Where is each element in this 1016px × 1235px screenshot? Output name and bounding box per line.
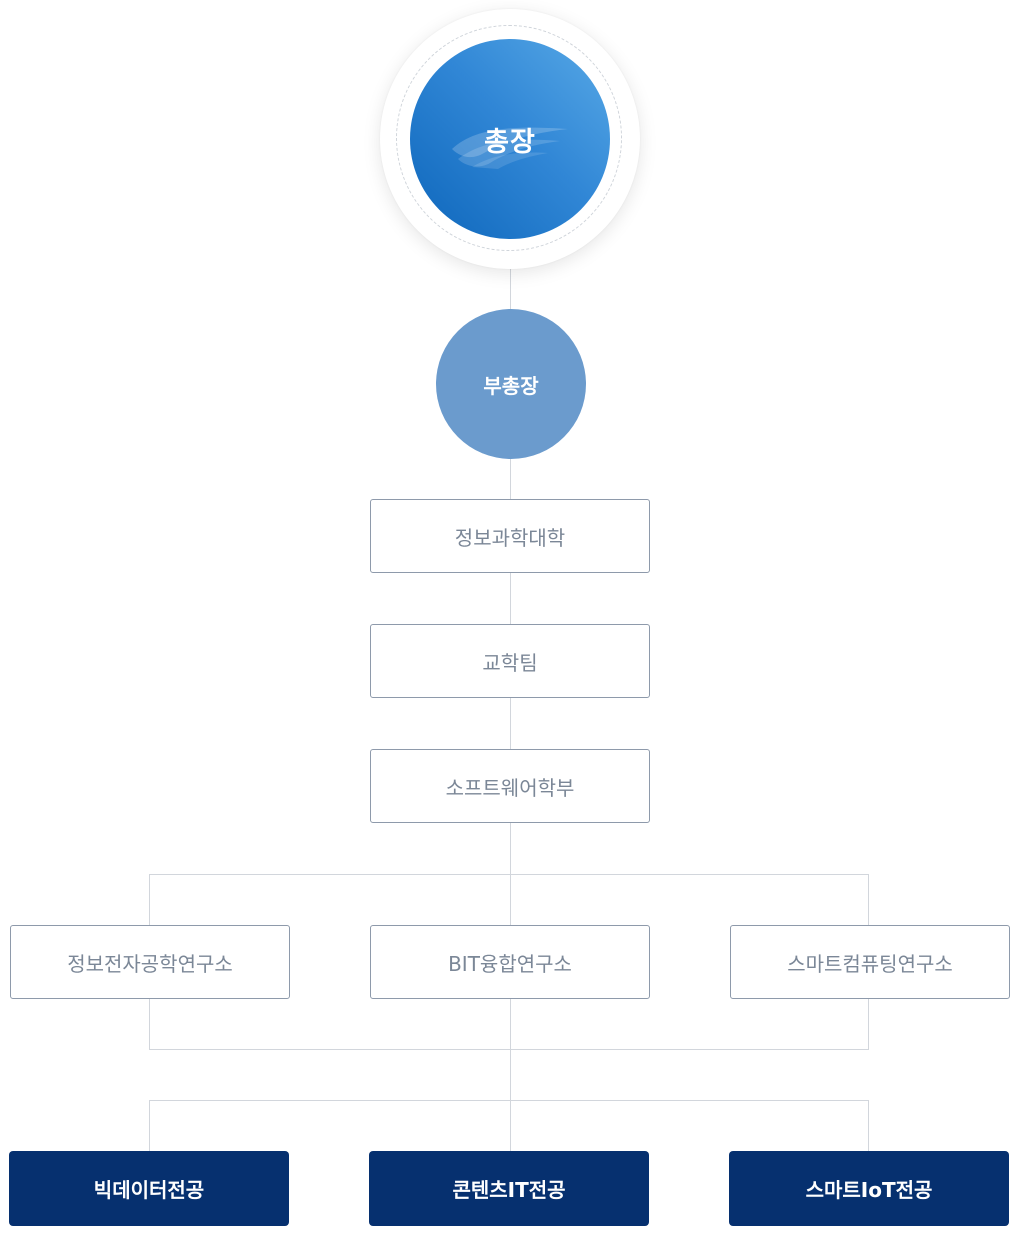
college-node: 정보과학대학: [370, 499, 650, 573]
academic-team-label: 교학팀: [482, 650, 538, 675]
president-label: 총장: [484, 126, 536, 158]
major-node-left: 빅데이터전공: [9, 1151, 289, 1226]
flame-emblem-icon: [452, 127, 568, 169]
connector-institute-right-top: [868, 874, 869, 926]
vice-president-label: 부총장: [483, 373, 539, 398]
college-label: 정보과학대학: [454, 525, 566, 550]
institute-label: BIT융합연구소: [448, 951, 572, 976]
academic-team-node: 교학팀: [370, 624, 650, 698]
institute-node-right: 스마트컴퓨팅연구소: [730, 925, 1010, 999]
connector-institutes-bottom: [149, 1049, 869, 1050]
president-node: 총장: [410, 39, 610, 239]
connector-institutes-top: [149, 874, 869, 875]
major-node-right: 스마트IoT전공: [729, 1151, 1009, 1226]
vice-president-node: 부총장: [436, 309, 586, 459]
institute-node-center: BIT융합연구소: [370, 925, 650, 999]
institute-label: 정보전자공학연구소: [67, 951, 233, 976]
connector-spine: [510, 260, 511, 1160]
connector-major-left: [149, 1100, 150, 1152]
software-school-label: 소프트웨어학부: [445, 775, 575, 800]
major-node-center: 콘텐츠IT전공: [369, 1151, 649, 1226]
software-school-node: 소프트웨어학부: [370, 749, 650, 823]
connector-institute-left-top: [149, 874, 150, 926]
connector-institute-left-bottom: [149, 998, 150, 1050]
connector-majors-top: [149, 1100, 869, 1101]
institute-label: 스마트컴퓨팅연구소: [787, 951, 953, 976]
major-label: 스마트IoT전공: [805, 1178, 933, 1202]
institute-node-left: 정보전자공학연구소: [10, 925, 290, 999]
connector-institute-right-bottom: [868, 998, 869, 1050]
major-label: 콘텐츠IT전공: [452, 1178, 566, 1202]
president-dashed-ring: [396, 25, 622, 251]
major-label: 빅데이터전공: [93, 1178, 205, 1202]
connector-major-right: [868, 1100, 869, 1152]
